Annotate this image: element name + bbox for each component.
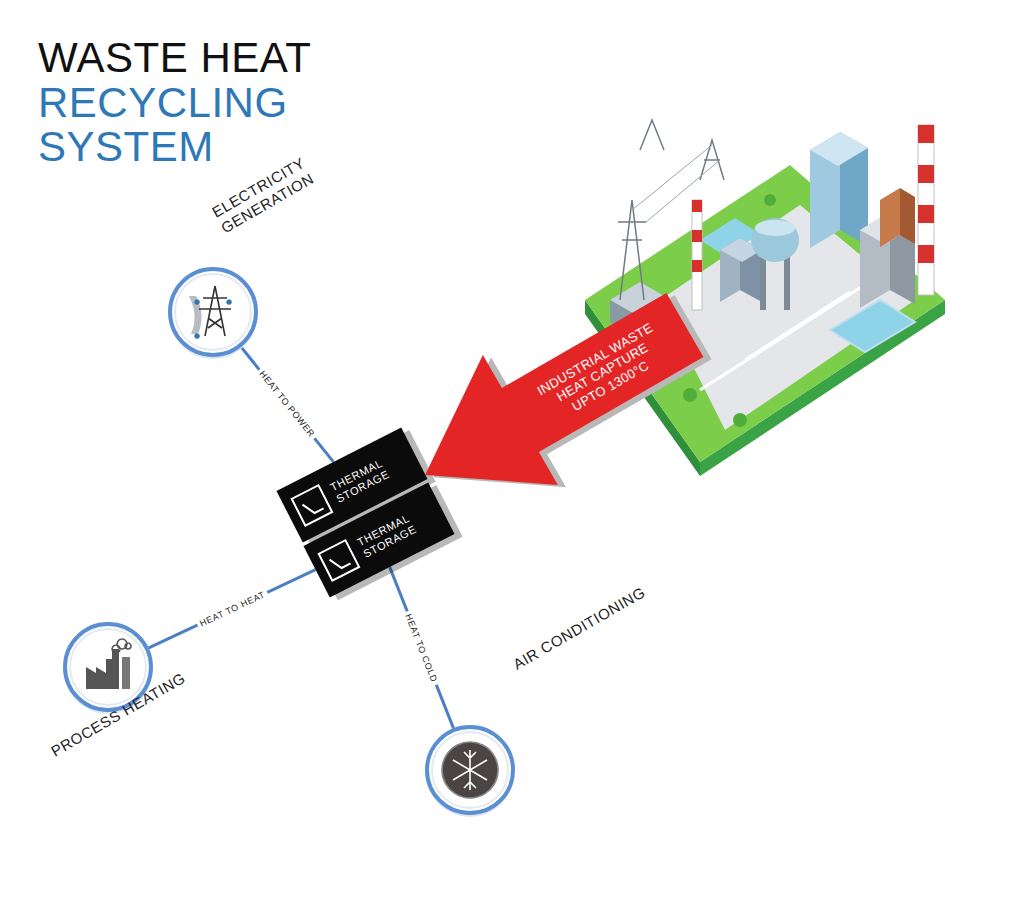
edge-label: HEAT TO COLD bbox=[401, 609, 441, 686]
circle-outline bbox=[167, 266, 259, 358]
chimney bbox=[692, 125, 934, 310]
application-circle: PROCESS HEATING bbox=[62, 621, 154, 713]
application-circle: ELECTRICITY GENERATION bbox=[167, 266, 259, 358]
water-tower bbox=[751, 218, 799, 310]
application-icon bbox=[122, 657, 130, 689]
storage-icon-mark bbox=[330, 552, 351, 571]
circle-outline bbox=[424, 724, 516, 816]
application-label: ELECTRICITY GENERATION bbox=[209, 145, 333, 237]
storage-label: THERMAL STORAGE bbox=[355, 501, 438, 561]
application-icon bbox=[86, 649, 119, 689]
storage-icon-mark bbox=[303, 497, 324, 516]
edge-label: HEAT TO POWER bbox=[255, 366, 320, 442]
connector-line bbox=[241, 347, 333, 462]
application-circle: AIR CONDITIONING bbox=[424, 724, 516, 816]
pool bbox=[830, 300, 915, 352]
arrow-body bbox=[388, 260, 723, 540]
application-icon bbox=[442, 742, 498, 798]
circle-ring bbox=[170, 269, 256, 355]
storage-icon-frame bbox=[319, 540, 359, 580]
capture-arrow: INDUSTRIAL WASTE HEAT CAPTURE UPTO 1300°… bbox=[388, 260, 723, 540]
circle-inner-ring bbox=[175, 274, 251, 350]
paved-area bbox=[660, 205, 915, 430]
power-pylons bbox=[618, 120, 724, 300]
application-icon bbox=[112, 639, 131, 653]
application-icon bbox=[199, 286, 231, 336]
storage-icon-frame bbox=[292, 485, 332, 525]
connector-line bbox=[149, 570, 316, 648]
circle-ring bbox=[427, 727, 513, 813]
application-icon bbox=[453, 750, 487, 790]
application-icon bbox=[195, 300, 231, 338]
connector-line bbox=[390, 567, 454, 728]
application-label: AIR CONDITIONING bbox=[510, 548, 710, 674]
diagram-title: WASTE HEAT RECYCLING SYSTEM bbox=[38, 36, 368, 170]
arrow-shadow bbox=[396, 262, 731, 542]
circle-inner-ring bbox=[432, 732, 508, 808]
edge-label: HEAT TO HEAT bbox=[195, 587, 270, 630]
